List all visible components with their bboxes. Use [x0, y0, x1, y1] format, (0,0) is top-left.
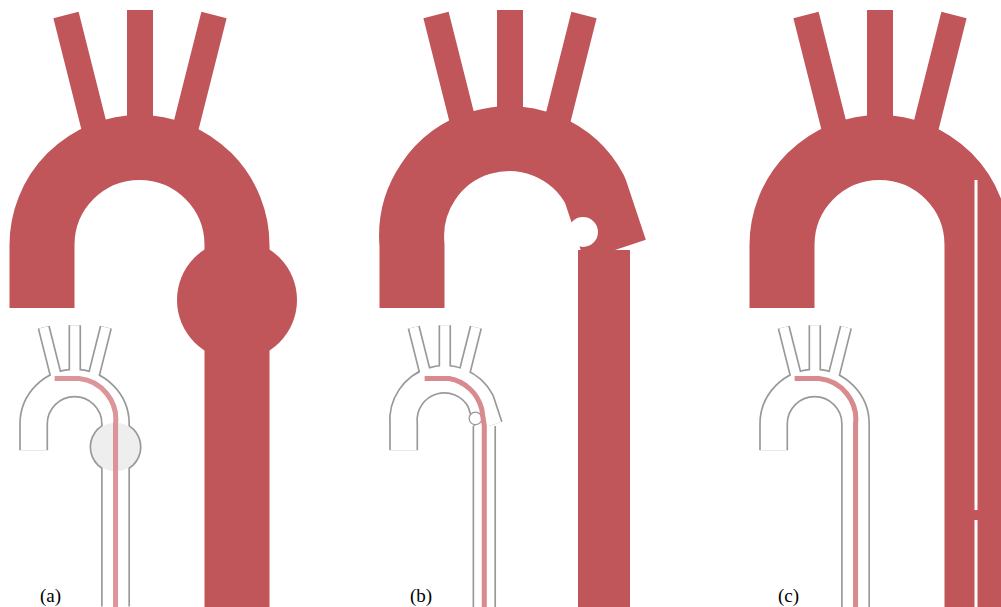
- panel-label: (a): [38, 586, 63, 607]
- panel-label: (b): [408, 586, 434, 607]
- panel-label: (c): [776, 586, 801, 607]
